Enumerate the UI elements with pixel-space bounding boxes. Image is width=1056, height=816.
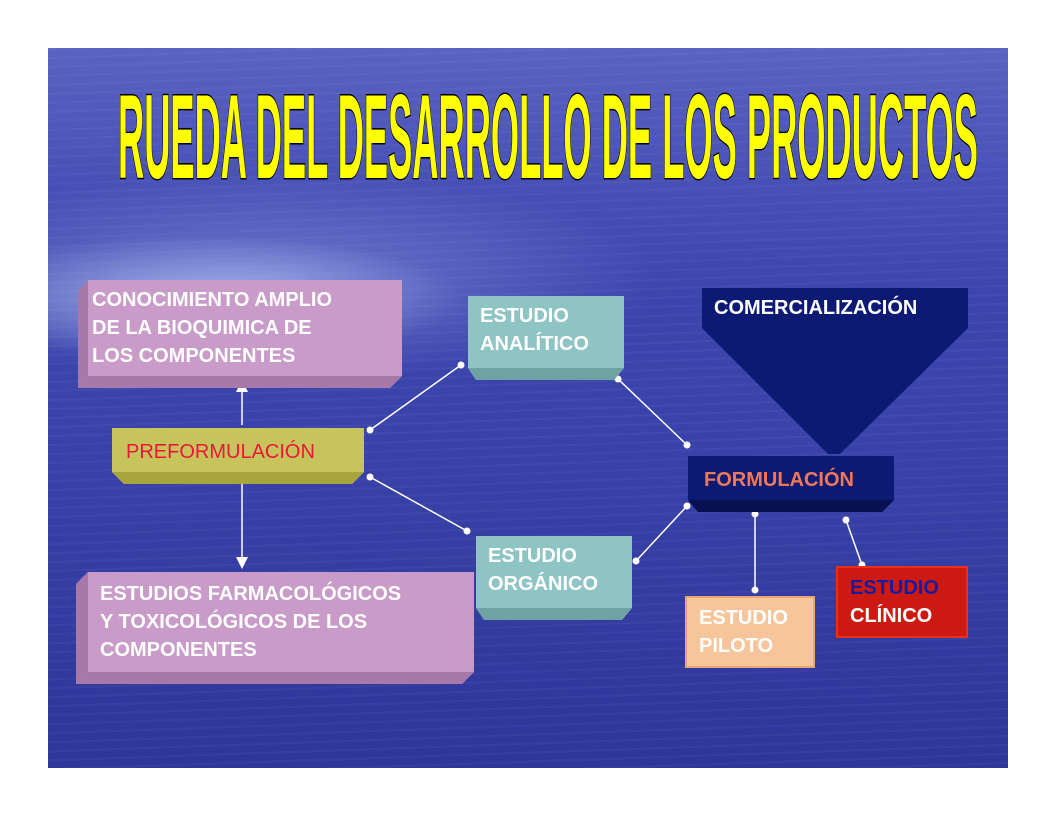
node-estudio-organico: ESTUDIO ORGÁNICO xyxy=(476,536,632,620)
connector-dot xyxy=(366,426,374,434)
link-organico-formulacion xyxy=(635,505,688,562)
node-estudio-clinico-line2: CLÍNICO xyxy=(850,605,933,627)
link-analitico-formulacion xyxy=(617,378,688,446)
connector-dot xyxy=(683,441,691,449)
connector-dot xyxy=(751,586,759,594)
node-formulacion-label: FORMULACIÓN xyxy=(704,469,854,491)
connector-dot xyxy=(751,510,759,518)
title-text: RUEDA DEL DESARROLLO DE LOS PRODUCTOS xyxy=(118,70,978,200)
connector-dot xyxy=(463,527,471,535)
node-estudio-clinico-line1: ESTUDIO xyxy=(850,577,939,599)
node-conocimiento-label: CONOCIMIENTO AMPLIO DE LA BIOQUIMICA DE … xyxy=(92,289,332,367)
link-formulacion-clinico xyxy=(845,519,863,566)
node-preformulacion: PREFORMULACIÓN xyxy=(112,428,364,484)
node-estudio-analitico-label: ESTUDIO ANALÍTICO xyxy=(480,305,589,355)
node-formulacion: FORMULACIÓN xyxy=(688,456,894,512)
connector-dot xyxy=(632,557,640,565)
node-preformulacion-label: PREFORMULACIÓN xyxy=(126,441,315,463)
node-conocimiento: CONOCIMIENTO AMPLIO DE LA BIOQUIMICA DE … xyxy=(78,280,402,388)
node-estudio-piloto: ESTUDIO PILOTO xyxy=(685,596,815,668)
connector-dot xyxy=(366,473,374,481)
connector-dot xyxy=(842,516,850,524)
node-farmacologicos-label: ESTUDIOS FARMACOLÓGICOS Y TOXICOLÓGICOS … xyxy=(100,583,402,661)
node-estudio-organico-label: ESTUDIO ORGÁNICO xyxy=(488,545,598,595)
node-estudio-piloto-label: ESTUDIO PILOTO xyxy=(699,607,788,657)
slide-title: RUEDA DEL DESARROLLO DE LOS PRODUCTOS xyxy=(117,69,980,201)
link-preformulacion-analitico xyxy=(369,364,462,431)
node-estudio-clinico: ESTUDIO CLÍNICO xyxy=(836,566,968,638)
node-comercializacion-label: COMERCIALIZACIÓN xyxy=(714,297,918,319)
connector-dot xyxy=(683,502,691,510)
node-comercializacion: COMERCIALIZACIÓN xyxy=(702,288,968,454)
node-estudio-analitico: ESTUDIO ANALÍTICO xyxy=(468,296,624,380)
link-preformulacion-organico xyxy=(369,476,468,532)
node-farmacologicos: ESTUDIOS FARMACOLÓGICOS Y TOXICOLÓGICOS … xyxy=(76,572,474,684)
connector-dot xyxy=(457,361,465,369)
